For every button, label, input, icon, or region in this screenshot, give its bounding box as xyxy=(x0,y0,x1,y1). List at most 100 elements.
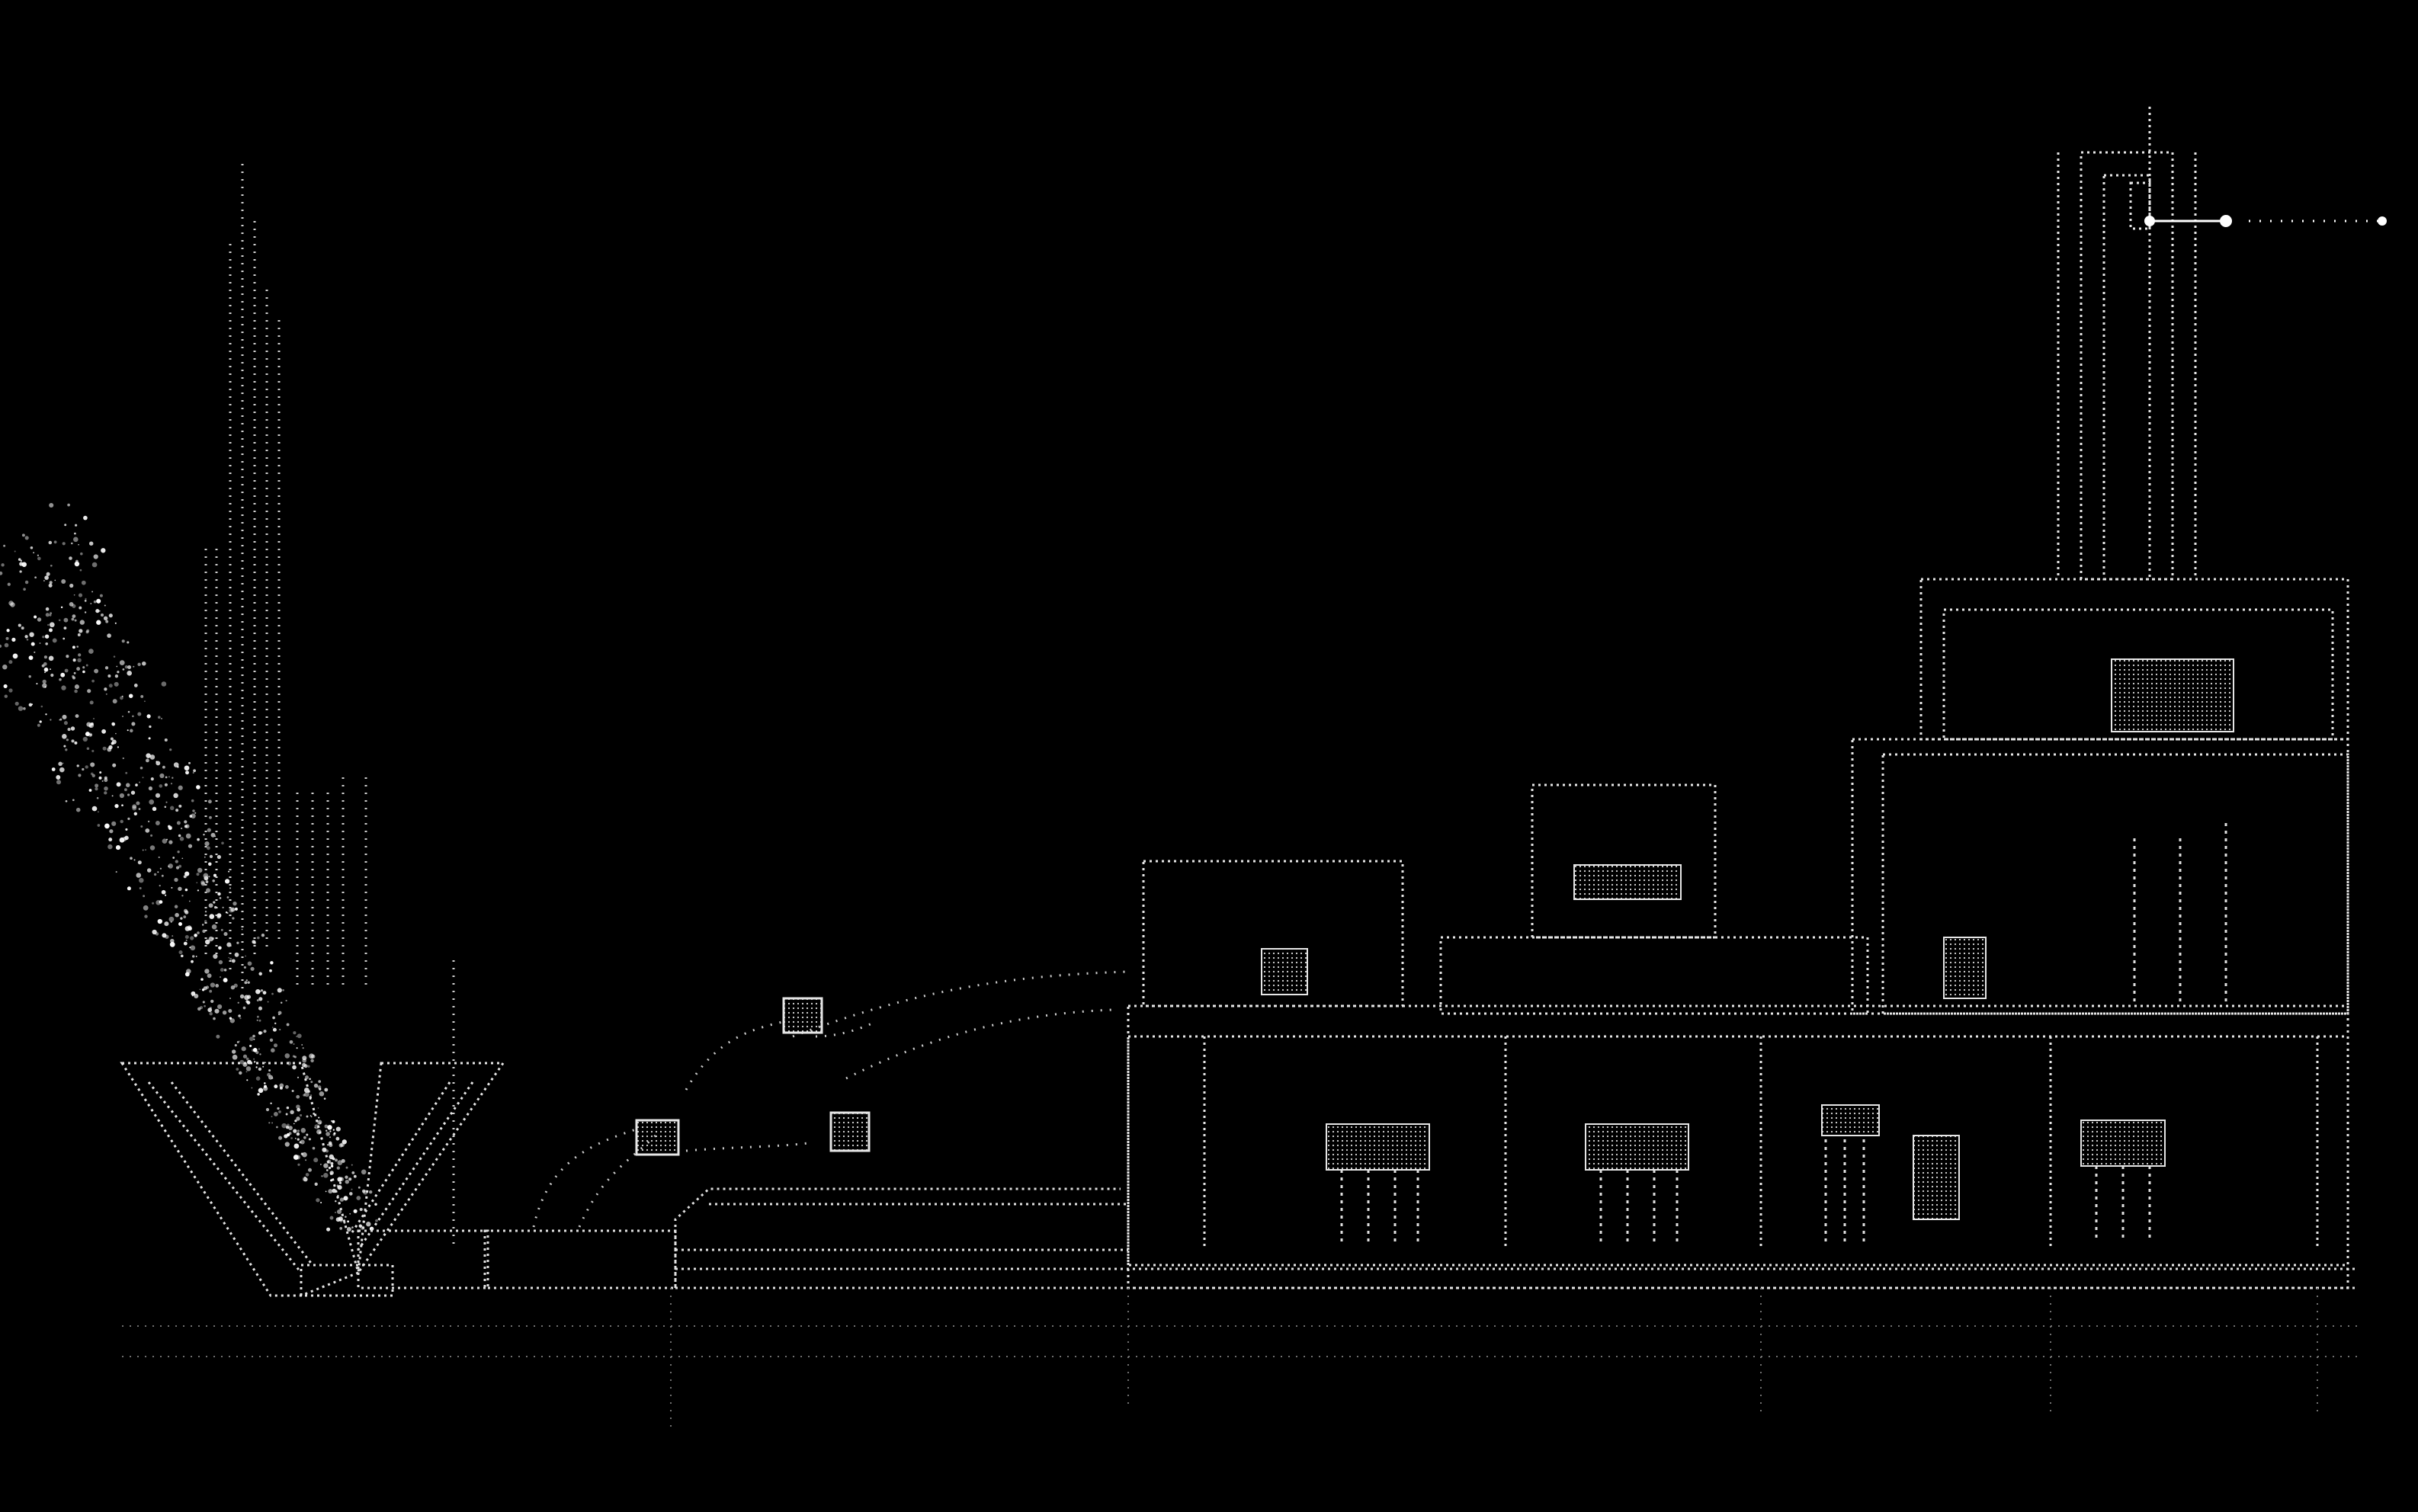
particle xyxy=(56,775,61,780)
particle xyxy=(217,892,221,896)
particle xyxy=(293,1031,297,1035)
particle xyxy=(116,665,118,668)
particle xyxy=(375,1219,378,1222)
particle xyxy=(127,710,130,713)
particle xyxy=(341,1158,345,1163)
particle xyxy=(242,1054,248,1059)
particle xyxy=(197,889,200,892)
particle xyxy=(207,828,211,832)
particle xyxy=(42,679,46,684)
particle xyxy=(271,992,274,995)
particle xyxy=(339,1197,345,1202)
particle xyxy=(191,799,194,802)
particle xyxy=(7,582,11,586)
particle xyxy=(366,1222,371,1227)
particle xyxy=(290,1137,293,1139)
particle xyxy=(157,918,162,924)
particle xyxy=(98,610,101,612)
particle xyxy=(342,1139,347,1145)
particle xyxy=(64,524,67,527)
particle xyxy=(305,1075,309,1080)
particle xyxy=(304,1176,306,1178)
particle xyxy=(36,683,38,685)
particle xyxy=(174,905,178,908)
particle xyxy=(137,860,142,865)
particle xyxy=(26,638,29,641)
particle xyxy=(85,630,89,634)
particle xyxy=(204,841,210,847)
particle xyxy=(74,619,77,622)
particle xyxy=(34,651,36,653)
particle xyxy=(19,570,22,573)
particle xyxy=(323,1173,329,1178)
particle xyxy=(223,932,228,937)
particle xyxy=(108,838,113,842)
particle xyxy=(127,729,129,732)
particle xyxy=(47,623,50,626)
particle xyxy=(353,1209,358,1213)
particle xyxy=(117,671,120,674)
particle xyxy=(284,1053,290,1059)
particle xyxy=(181,857,184,860)
particle xyxy=(67,728,71,732)
particle xyxy=(90,603,92,604)
particle xyxy=(339,1227,343,1230)
particle xyxy=(238,1040,240,1043)
particle xyxy=(137,662,141,666)
particle xyxy=(14,550,16,553)
particle xyxy=(178,886,182,892)
particle xyxy=(46,572,50,576)
particle xyxy=(79,620,85,625)
particle xyxy=(105,693,107,695)
particle xyxy=(239,1017,242,1020)
particle xyxy=(50,564,53,567)
particle xyxy=(220,928,223,931)
particle xyxy=(224,879,230,884)
particle xyxy=(159,885,161,887)
particle xyxy=(346,1227,351,1232)
particle xyxy=(323,1163,329,1168)
particle xyxy=(329,1154,334,1160)
particle xyxy=(28,703,33,707)
control-tower xyxy=(2057,107,2197,581)
particle xyxy=(170,783,173,785)
particle xyxy=(184,934,189,940)
particle xyxy=(188,926,193,931)
particle xyxy=(97,811,99,813)
particle xyxy=(49,581,53,585)
particle xyxy=(153,873,157,876)
particle xyxy=(69,556,72,560)
particle xyxy=(259,1053,261,1056)
particle xyxy=(258,1031,262,1035)
particle xyxy=(101,729,107,734)
particle xyxy=(140,825,143,828)
particle xyxy=(287,1123,290,1127)
particle xyxy=(84,611,87,613)
particle xyxy=(18,558,21,561)
particle xyxy=(284,1142,290,1147)
particle xyxy=(0,571,3,575)
particle xyxy=(58,761,63,767)
particle xyxy=(256,999,259,1002)
particle xyxy=(245,979,248,982)
particle xyxy=(21,562,27,567)
particle xyxy=(326,1132,330,1136)
processing-cabinets xyxy=(1261,658,2234,1220)
particle xyxy=(43,662,47,666)
floating-boxes xyxy=(635,997,871,1156)
particle xyxy=(43,580,45,581)
particle xyxy=(339,1177,343,1180)
particle xyxy=(156,761,158,763)
particle xyxy=(256,1019,258,1021)
particle xyxy=(269,969,272,972)
particle xyxy=(99,771,102,774)
particle xyxy=(180,917,183,920)
particle xyxy=(69,602,74,607)
particle xyxy=(188,844,193,848)
particle xyxy=(330,1161,334,1165)
particle xyxy=(208,876,210,878)
particle xyxy=(314,1182,318,1186)
particle xyxy=(94,668,99,674)
particle xyxy=(80,552,83,556)
particle xyxy=(256,1015,259,1018)
